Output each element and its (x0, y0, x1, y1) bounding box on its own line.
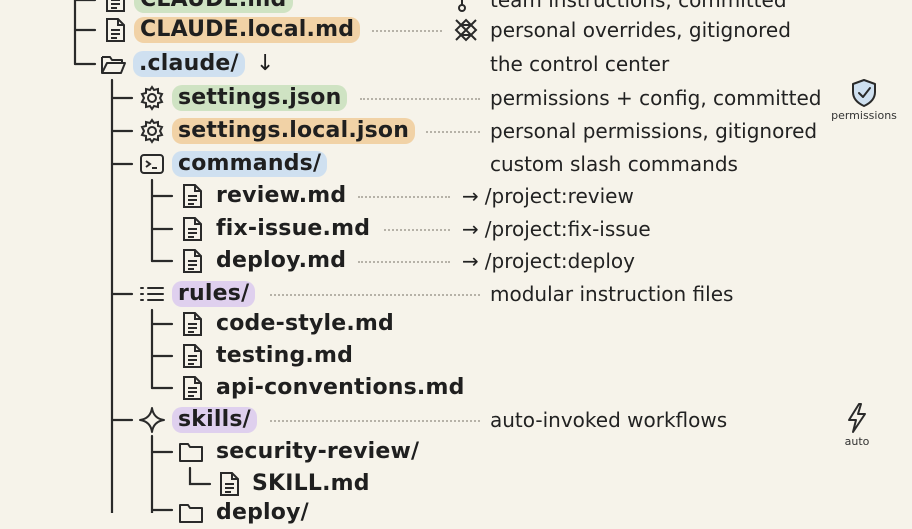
file-description: permissions + config, committed (490, 86, 822, 110)
pin-icon (458, 0, 466, 12)
file-name: settings.local.json (172, 118, 416, 144)
folder-name: security-review/ (216, 439, 420, 464)
file-icon (215, 470, 243, 498)
file-icon (101, 0, 129, 14)
tree-row-review-md[interactable]: review.md →/project:review (0, 180, 912, 212)
leader-dots (358, 261, 450, 263)
folder-description: custom slash commands (490, 152, 738, 176)
tree-row-settings-local-json[interactable]: settings.local.json personal permissions… (0, 115, 912, 147)
file-icon (178, 247, 206, 275)
file-name: CLAUDE.md (134, 0, 293, 13)
tree-row-skills-dir[interactable]: skills/ auto-invoked workflows (0, 404, 912, 436)
arrow-right-icon: → (462, 249, 479, 273)
file-name: api-conventions.md (216, 375, 465, 400)
folder-name: commands/ (172, 151, 328, 177)
tree-row-deploy-dir[interactable]: deploy/ (0, 497, 912, 529)
leader-dots (384, 229, 450, 231)
tree-row-claude-local-md[interactable]: CLAUDE.local.md personal overrides, giti… (0, 14, 912, 46)
file-icon (178, 215, 206, 243)
tree-row-rules-dir[interactable]: rules/ modular instruction files (0, 278, 912, 310)
folder-name: rules/ (172, 281, 256, 307)
command-mapping: →/project:review (462, 183, 634, 209)
file-name: SKILL.md (252, 471, 370, 496)
file-description: personal overrides, gitignored (490, 18, 791, 42)
folder-name: .claude/ (133, 51, 245, 77)
leader-dots (358, 196, 450, 198)
file-name: review.md (216, 183, 347, 208)
file-name: deploy.md (216, 248, 347, 273)
list-icon (138, 280, 166, 308)
file-name: code-style.md (216, 311, 394, 336)
command-mapping: →/project:deploy (462, 248, 635, 274)
gitignore-cross-icon (452, 16, 480, 44)
folder-description: modular instruction files (490, 282, 734, 306)
file-name: settings.json (172, 85, 348, 111)
tree-row-testing-md[interactable]: testing.md (0, 340, 912, 372)
file-icon (178, 182, 206, 210)
file-icon (178, 342, 206, 370)
file-name: fix-issue.md (216, 216, 371, 241)
arrow-right-icon: → (462, 184, 479, 208)
leader-dots (270, 294, 480, 296)
permissions-badge: permissions (819, 78, 909, 122)
shield-check-icon (852, 79, 876, 107)
slash-command: /project:review (484, 184, 634, 208)
leader-dots (372, 30, 442, 32)
file-description: team instructions, committed (490, 0, 787, 12)
folder-icon (177, 499, 205, 527)
command-mapping: →/project:fix-issue (462, 216, 651, 242)
file-icon (101, 16, 129, 44)
folder-description: auto-invoked workflows (490, 408, 728, 432)
auto-badge-label: auto (844, 435, 870, 448)
sparkle-icon (138, 406, 166, 434)
tree-row-fix-issue-md[interactable]: fix-issue.md →/project:fix-issue (0, 213, 912, 245)
lightning-icon (848, 403, 866, 433)
tree-row-skill-md[interactable]: SKILL.md (0, 468, 912, 500)
terminal-icon (138, 150, 166, 178)
folder-open-icon (99, 50, 127, 78)
file-name: testing.md (216, 343, 354, 368)
tree-row-settings-json[interactable]: settings.json permissions + config, comm… (0, 82, 912, 114)
slash-command: /project:deploy (484, 249, 635, 273)
tree-row-commands-dir[interactable]: commands/ custom slash commands (0, 148, 912, 180)
permissions-badge-label: permissions (831, 109, 897, 122)
auto-badge: auto (812, 402, 902, 448)
arrow-right-icon: → (462, 217, 479, 241)
tree-row-security-review-dir[interactable]: security-review/ (0, 436, 912, 468)
tree-row-code-style-md[interactable]: code-style.md (0, 308, 912, 340)
expand-arrow: ↓ (256, 51, 275, 76)
folder-name: deploy/ (216, 500, 309, 525)
leader-dots (360, 98, 480, 100)
gear-icon (138, 117, 166, 145)
file-description: personal permissions, gitignored (490, 119, 818, 143)
folder-icon (177, 438, 205, 466)
file-icon (178, 374, 206, 402)
leader-dots (426, 131, 480, 133)
tree-row-claude-md[interactable]: CLAUDE.md team instructions, committed (0, 0, 912, 16)
tree-row-api-conventions-md[interactable]: api-conventions.md (0, 372, 912, 404)
slash-command: /project:fix-issue (484, 217, 651, 241)
tree-row-claude-dir[interactable]: .claude/ ↓ the control center (0, 48, 912, 80)
folder-description: the control center (490, 52, 670, 76)
file-name: CLAUDE.local.md (134, 17, 361, 43)
file-icon (178, 310, 206, 338)
leader-dots (270, 420, 480, 422)
tree-row-deploy-md[interactable]: deploy.md →/project:deploy (0, 245, 912, 277)
folder-name: skills/ (172, 407, 257, 433)
gear-icon (138, 84, 166, 112)
